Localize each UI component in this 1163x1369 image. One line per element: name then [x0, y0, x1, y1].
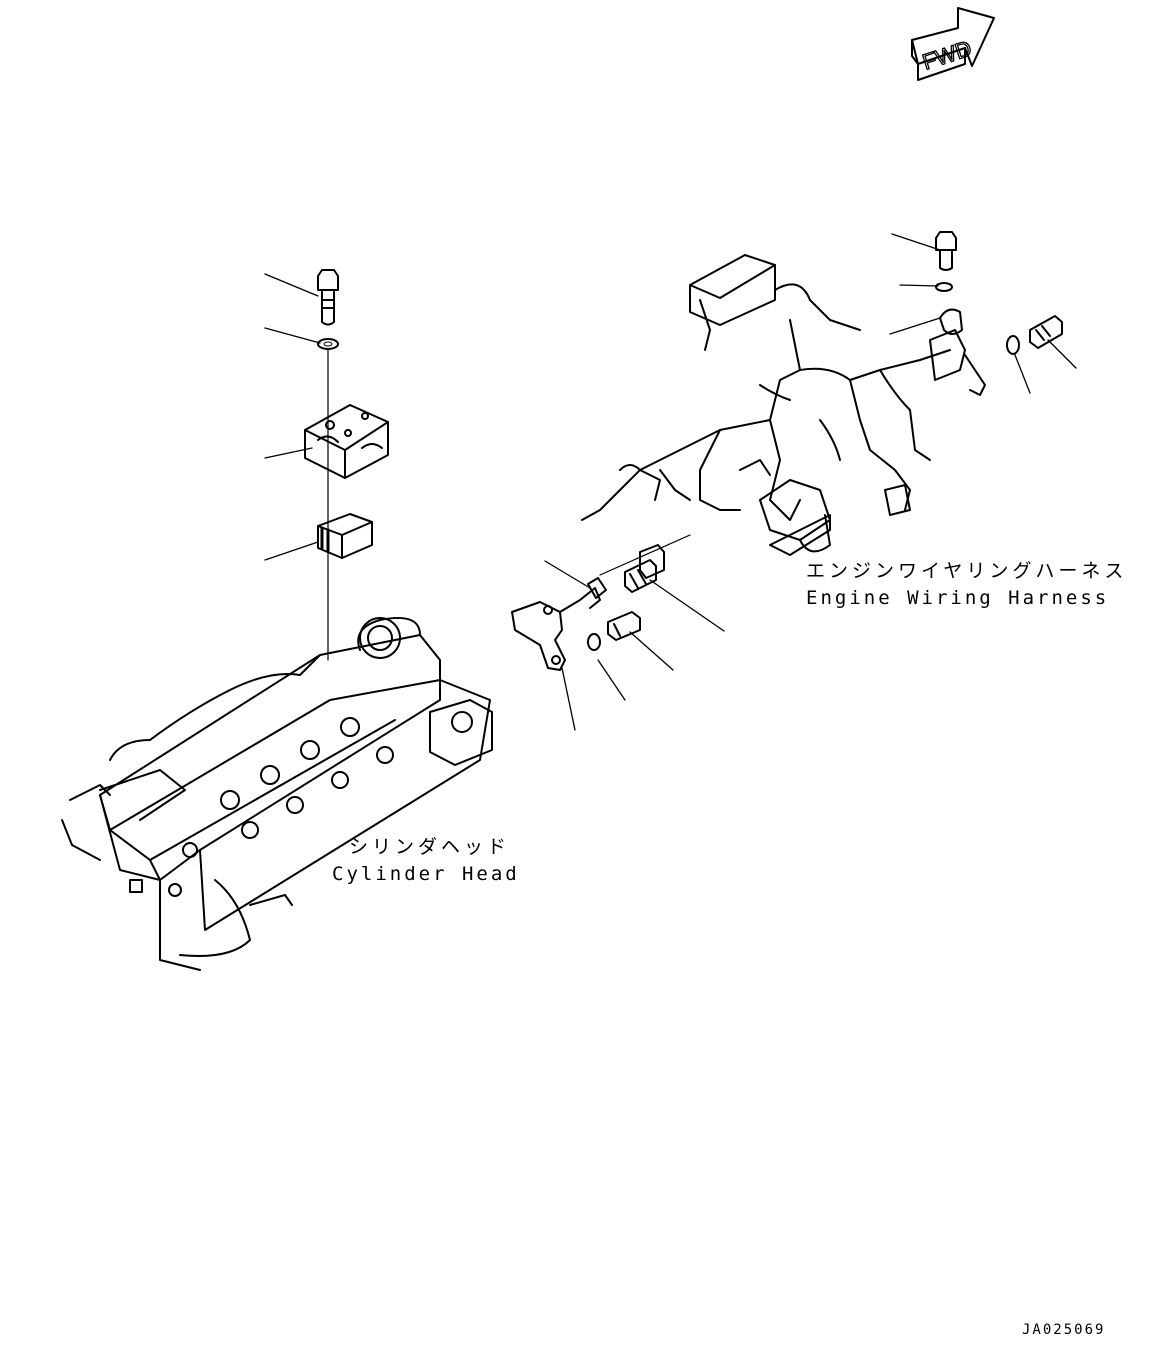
side-bolt-part	[1029, 315, 1063, 349]
bolt-part-right	[935, 231, 957, 271]
harness-label-en: Engine Wiring Harness	[806, 587, 1110, 609]
washer-part	[317, 338, 339, 350]
clamp-part	[939, 308, 963, 335]
cylinder-head-label-jp: シリンダヘッド	[349, 836, 511, 858]
bracket-bolt-part	[607, 611, 641, 641]
figure-id: JA025069	[1022, 1322, 1106, 1338]
forward-arrow-icon: FWD	[911, 7, 995, 81]
washer-part-right	[935, 282, 953, 292]
leader-lines-right	[544, 233, 1077, 731]
cylinder-head-part	[61, 616, 493, 971]
flange-bolt-part	[624, 544, 665, 593]
clip-part	[587, 577, 607, 599]
leader-lines-left	[264, 273, 321, 561]
side-washer-part	[1006, 335, 1020, 355]
bolt-part	[317, 269, 339, 326]
cover-block-part	[304, 404, 389, 479]
svg-text:FWD: FWD	[919, 35, 974, 74]
wiring-harness-part	[581, 254, 986, 556]
harness-label-jp: エンジンワイヤリングハーネス	[806, 560, 1128, 582]
bracket-part	[511, 587, 601, 671]
rubber-cushion-part	[317, 513, 373, 559]
cylinder-head-label-en: Cylinder Head	[332, 863, 520, 885]
bracket-washer-part	[587, 633, 601, 651]
